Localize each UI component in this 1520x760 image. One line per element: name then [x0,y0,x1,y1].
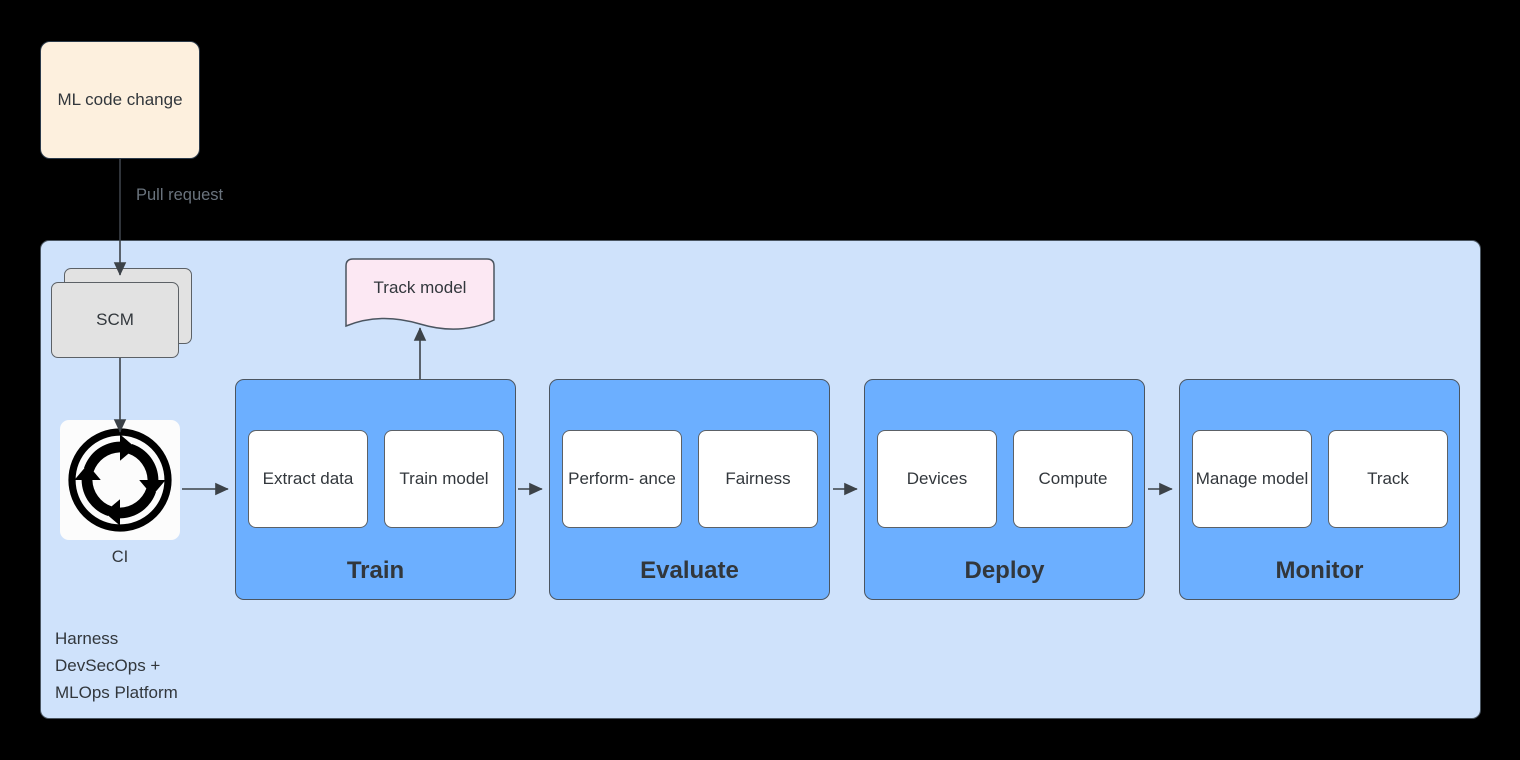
scm-node[interactable]: SCM [51,282,179,358]
substep-performance[interactable]: Perform- ance [562,430,682,528]
stage-evaluate-title: Evaluate [640,557,739,584]
ml-code-change-label: ML code change [57,90,183,109]
track-model-label: Track model [373,278,467,297]
scm-label: SCM [96,310,134,329]
stage-train-title: Train [346,557,405,584]
stage-monitor-title: Monitor [1275,557,1364,584]
substep-devices[interactable]: Devices [877,430,997,528]
substep-track[interactable]: Track [1328,430,1448,528]
ml-code-change-node[interactable]: ML code change [40,41,200,159]
stage-deploy[interactable]: Devices Compute Deploy [864,379,1145,600]
track-model-note[interactable]: Track model [340,258,500,336]
stage-evaluate[interactable]: Perform- ance Fairness Evaluate [549,379,830,600]
pull-request-edge-label: Pull request [136,186,224,204]
continuous-integration-cycle-icon [68,428,172,532]
ci-label: CI [111,548,129,566]
stage-deploy-title: Deploy [964,557,1045,584]
substep-compute[interactable]: Compute [1013,430,1133,528]
stage-train[interactable]: Extract data Train model Train [235,379,516,600]
platform-caption: Harness DevSecOps + MLOps Platform [55,629,178,702]
ci-icon-tile[interactable] [60,420,180,540]
substep-extract-data[interactable]: Extract data [248,430,368,528]
substep-manage-model[interactable]: Manage model [1192,430,1312,528]
stage-monitor[interactable]: Manage model Track Monitor [1179,379,1460,600]
substep-fairness[interactable]: Fairness [698,430,818,528]
note-shape-icon [345,258,495,330]
substep-train-model[interactable]: Train model [384,430,504,528]
